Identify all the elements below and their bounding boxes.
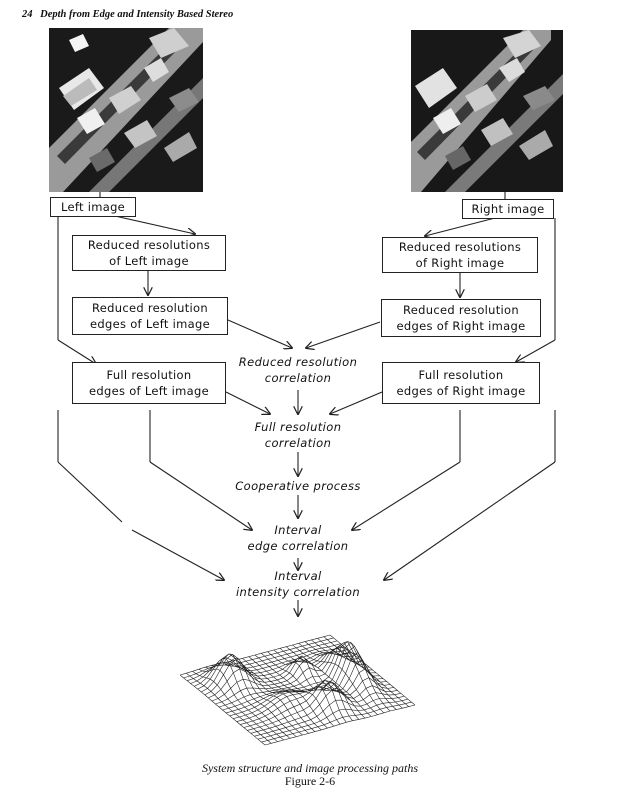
full-edges-right-line2: edges of Right image — [396, 384, 526, 398]
page-header-title: Depth from Edge and Intensity Based Ster… — [40, 9, 234, 20]
left-image-label: Left image — [60, 200, 126, 214]
cooperative-process-text: Cooperative process — [235, 479, 361, 493]
caption-line2: Figure 2-6 — [284, 774, 336, 788]
reduced-right-line2: of Right image — [415, 256, 505, 270]
interval-intensity-line1: Interval — [274, 569, 322, 583]
cooperative-process-label: Cooperative process — [208, 478, 388, 494]
page-number: 24 — [22, 9, 33, 20]
left-image-box: Left image — [50, 197, 136, 217]
full-correlation-label: Full resolution correlation — [218, 419, 378, 451]
reduced-right-line1: Reduced resolutions — [398, 240, 522, 254]
figure-caption: System structure and image processing pa… — [0, 762, 620, 788]
full-correlation-line1: Full resolution — [254, 420, 342, 434]
caption-line1: System structure and image processing pa… — [201, 761, 419, 775]
reduced-edges-right-line2: edges of Right image — [396, 319, 526, 333]
full-edges-left-line2: edges of Left image — [89, 384, 209, 398]
reduced-edges-right-box: Reduced resolution edges of Right image — [381, 299, 541, 337]
reduced-correlation-line1: Reduced resolution — [238, 355, 358, 369]
right-stereo-photo — [411, 30, 563, 192]
full-edges-right-box: Full resolution edges of Right image — [382, 362, 540, 404]
right-image-box: Right image — [462, 199, 554, 219]
depth-mesh-plot — [179, 634, 416, 746]
interval-edge-label: Interval edge correlation — [218, 522, 378, 554]
reduced-correlation-label: Reduced resolution correlation — [218, 354, 378, 386]
reduced-edges-right-line1: Reduced resolution — [403, 303, 519, 317]
reduced-edges-left-line1: Reduced resolution — [92, 301, 208, 315]
full-edges-right-line1: Full resolution — [418, 368, 504, 382]
reduced-correlation-line2: correlation — [264, 371, 332, 385]
interval-intensity-line2: intensity correlation — [235, 585, 361, 599]
interval-intensity-label: Interval intensity correlation — [198, 568, 398, 600]
right-image-label: Right image — [471, 202, 545, 216]
page-header: 24 Depth from Edge and Intensity Based S… — [22, 9, 233, 20]
reduced-left-line2: of Left image — [109, 254, 189, 268]
full-edges-left-box: Full resolution edges of Left image — [72, 362, 226, 404]
left-stereo-photo — [49, 28, 203, 192]
reduced-left-box: Reduced resolutions of Left image — [72, 235, 226, 271]
interval-edge-line1: Interval — [274, 523, 322, 537]
mesh-wireframe — [179, 634, 416, 746]
reduced-right-box: Reduced resolutions of Right image — [382, 237, 538, 273]
interval-edge-line2: edge correlation — [247, 539, 349, 553]
full-edges-left-line1: Full resolution — [106, 368, 192, 382]
reduced-edges-left-line2: edges of Left image — [90, 317, 210, 331]
full-correlation-line2: correlation — [264, 436, 332, 450]
reduced-left-line1: Reduced resolutions — [87, 238, 211, 252]
reduced-edges-left-box: Reduced resolution edges of Left image — [72, 297, 228, 335]
